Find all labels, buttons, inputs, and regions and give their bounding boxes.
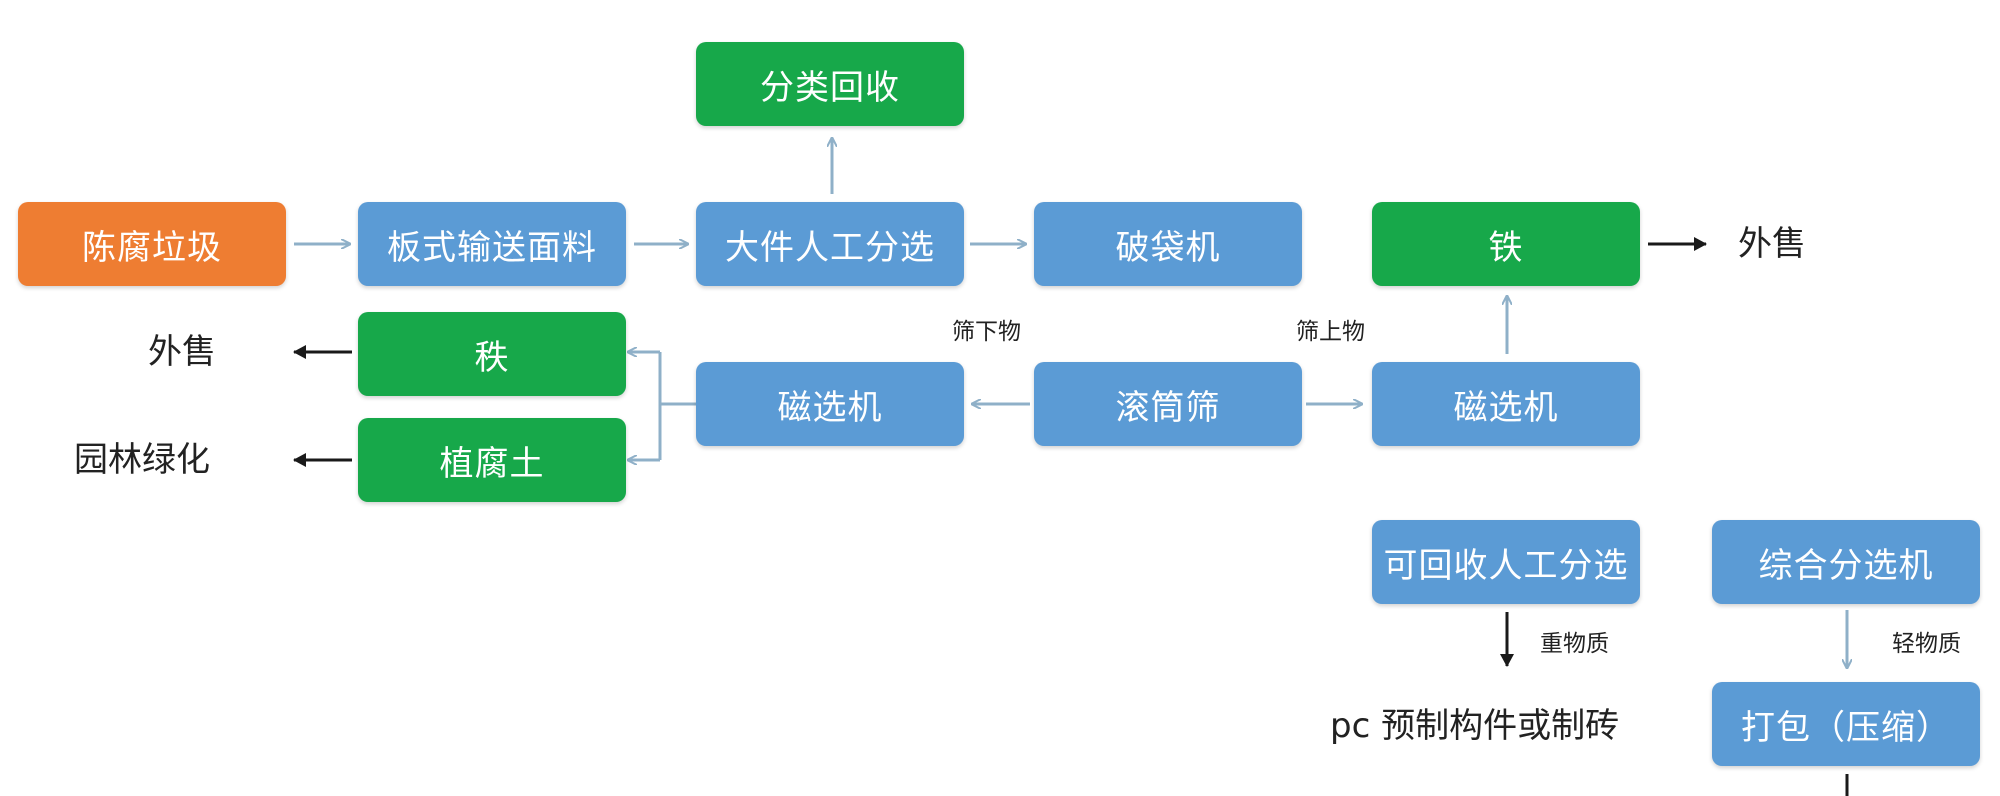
label-light-material: 轻物质 xyxy=(1892,631,1961,657)
node-bag-breaker: 破袋机 xyxy=(1034,202,1302,286)
arrow-left-magnet-split xyxy=(658,352,696,460)
node-magnetic-separator-left: 磁选机 xyxy=(696,362,964,446)
label-oversize: 筛上物 xyxy=(1296,319,1365,345)
label-pc-precast: pc 预制构件或制砖 xyxy=(1330,706,1620,746)
node-plate-conveyor: 板式输送面料 xyxy=(358,202,626,286)
label-landscaping: 园林绿化 xyxy=(74,440,210,480)
label-sale-left: 外售 xyxy=(148,332,216,372)
node-iron-left: 秩 xyxy=(358,312,626,396)
node-drum-screen: 滚筒筛 xyxy=(1034,362,1302,446)
node-magnetic-separator-right: 磁选机 xyxy=(1372,362,1640,446)
node-recyclable-manual-sort: 可回收人工分选 xyxy=(1372,520,1640,604)
label-sale-right: 外售 xyxy=(1738,224,1806,264)
node-humus-soil: 植腐土 xyxy=(358,418,626,502)
label-undersize: 筛下物 xyxy=(952,319,1021,345)
label-heavy-material: 重物质 xyxy=(1540,631,1609,657)
node-classified-recycling: 分类回收 xyxy=(696,42,964,126)
node-iron-top: 铁 xyxy=(1372,202,1640,286)
node-comprehensive-sorter: 综合分选机 xyxy=(1712,520,1980,604)
node-manual-sort-large: 大件人工分选 xyxy=(696,202,964,286)
node-stale-waste: 陈腐垃圾 xyxy=(18,202,286,286)
node-baling: 打包（压缩） xyxy=(1712,682,1980,766)
